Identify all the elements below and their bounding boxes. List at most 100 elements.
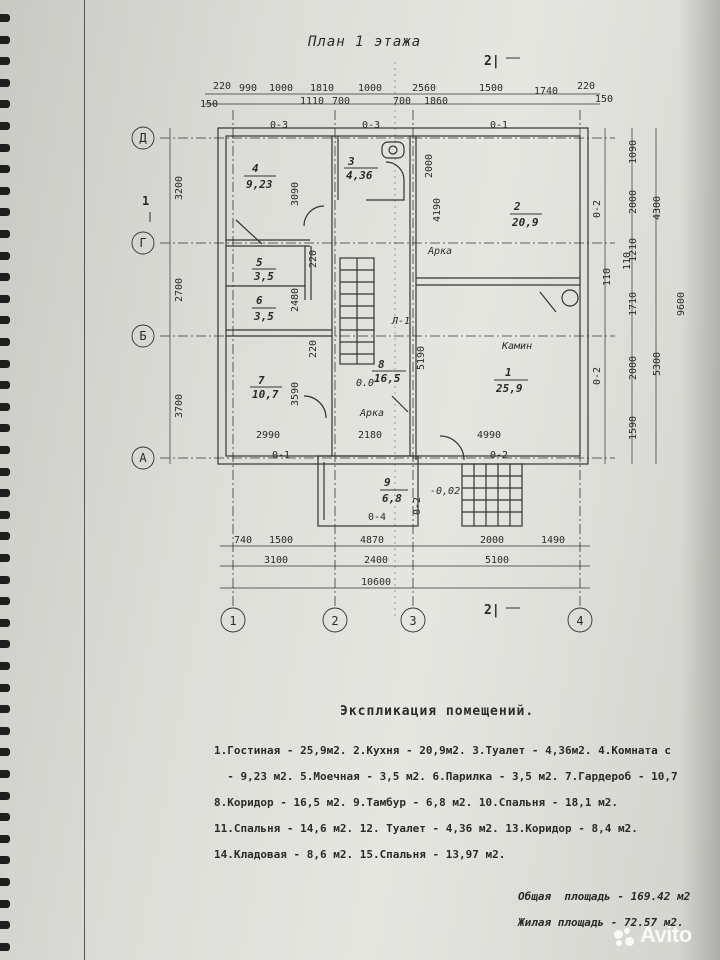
- binding-ring: [0, 921, 10, 930]
- binding-ring: [0, 402, 10, 411]
- wall-mark: 0-4: [368, 512, 386, 523]
- binding-ring: [0, 467, 10, 476]
- binding-ring: [0, 683, 10, 692]
- axis-label-4: 4: [576, 614, 583, 628]
- dim-bottom: 1490: [541, 535, 565, 546]
- dim-inner: 5190: [416, 346, 427, 370]
- wall-mark: 0-2: [490, 450, 508, 461]
- room-number: 8: [378, 358, 385, 371]
- binding-ring: [0, 640, 10, 649]
- axis-label-1: 1: [229, 614, 236, 628]
- binding-ring: [0, 316, 10, 325]
- axis-label-b: Б: [139, 329, 146, 343]
- binding-ring: [0, 813, 10, 822]
- room-number: 1: [505, 366, 512, 379]
- wall-mark: 0-3: [362, 120, 380, 131]
- wall-mark: 0-1: [272, 450, 290, 461]
- room-number: 2: [513, 200, 521, 213]
- binding-ring: [0, 705, 10, 714]
- binding-ring: [0, 834, 10, 843]
- dim-right: 2000: [628, 356, 639, 380]
- dim-inner: 220: [308, 340, 319, 358]
- level-mark: 0.0: [356, 378, 374, 389]
- binding-ring: [0, 748, 10, 757]
- dim-right-outer: 4300: [652, 196, 663, 220]
- living-area: Жилая площадь - 72.57 м2.: [518, 916, 684, 929]
- explication-list: 1.Гостиная - 25,9м2. 2.Кухня - 20,9м2. 3…: [214, 738, 720, 868]
- dim-right: 1210: [628, 238, 639, 262]
- room-number: 3: [347, 155, 355, 168]
- binding-ring: [0, 100, 10, 109]
- dim-right: 1590: [628, 416, 639, 440]
- dim-inner: 3590: [290, 382, 301, 406]
- dim-left: 3700: [174, 394, 185, 418]
- room-area: 3,5: [253, 270, 274, 283]
- dim-top: 1000: [269, 83, 293, 94]
- page-shadow: [680, 0, 720, 960]
- floor-plan-drawing: 2| 2| 1 Д Г Б А 1 2 3 4 220 990 1000 181…: [131, 54, 687, 633]
- binding-ring: [0, 899, 10, 908]
- explication-line: 11.Спальня - 14,6 м2. 12. Туалет - 4,36 …: [214, 822, 638, 835]
- binding-ring: [0, 165, 10, 174]
- stair-label: Л-1: [391, 316, 410, 327]
- dim-top-2: 150: [595, 94, 613, 105]
- room-area: 3,5: [253, 310, 274, 323]
- dim-top: 2560: [412, 83, 436, 94]
- level-mark: -0,02: [430, 486, 460, 497]
- binding-ring: [0, 14, 10, 22]
- explication-title: Экспликация помещений.: [340, 704, 535, 719]
- section-mark-left: 1: [142, 194, 149, 208]
- arch-label: Арка: [359, 408, 384, 419]
- dim-top-2: 700: [332, 96, 350, 107]
- drawing-frame-line: [84, 0, 85, 960]
- dim-right-outer: 5300: [652, 352, 663, 376]
- room-area: 16,5: [374, 372, 401, 385]
- binding-ring: [0, 208, 10, 217]
- arch-label: Арка: [427, 246, 452, 257]
- section-mark-bottom: 2|: [484, 603, 500, 618]
- binding-ring: [0, 618, 10, 627]
- room-number: 7: [258, 374, 265, 387]
- wall-mark: 0-1: [490, 120, 508, 131]
- dim-bottom: 740: [234, 535, 252, 546]
- binding-ring: [0, 359, 10, 368]
- section-marks: 2| 2| 1: [142, 54, 520, 618]
- avito-logo-icon: [614, 928, 634, 948]
- dim-inner: 2180: [358, 430, 382, 441]
- dim-right: 1710: [628, 292, 639, 316]
- dim-top: 1500: [479, 83, 503, 94]
- binding-ring: [0, 273, 10, 282]
- binding-ring: [0, 489, 10, 498]
- ring-binding: [0, 0, 14, 960]
- wall-mark: 0-2: [412, 497, 423, 515]
- dim-top-2: 1860: [424, 96, 448, 107]
- dim-inner: 2990: [256, 430, 280, 441]
- binding-ring: [0, 532, 10, 541]
- dim-top: 1740: [534, 86, 558, 97]
- area-totals: Общая площадь - 169.42 м2 Жилая площадь -…: [518, 884, 690, 936]
- dim-top: 1000: [358, 83, 382, 94]
- wall-mark: 0-2: [592, 367, 603, 385]
- dim-top-2: 150: [200, 99, 218, 110]
- total-area: Общая площадь - 169.42 м2: [518, 890, 691, 903]
- binding-ring: [0, 662, 10, 670]
- dim-inner: 3090: [290, 182, 301, 206]
- wall-mark: 0-3: [270, 120, 288, 131]
- axis-label-2: 2: [331, 614, 338, 628]
- dim-inner: 4190: [432, 198, 443, 222]
- binding-ring: [0, 791, 10, 800]
- dim-bottom: 2000: [480, 535, 504, 546]
- binding-ring: [0, 78, 10, 87]
- room-area: 20,9: [511, 216, 539, 229]
- binding-ring: [0, 122, 10, 130]
- axis-label-g: Г: [139, 236, 146, 250]
- dim-bottom-2: 5100: [485, 555, 509, 566]
- binding-ring: [0, 554, 10, 562]
- room-number: 6: [256, 294, 263, 307]
- binding-ring: [0, 230, 10, 238]
- room-area: 6,8: [382, 492, 402, 505]
- room-area: 25,9: [495, 382, 523, 395]
- binding-ring: [0, 510, 10, 519]
- room-area: 4,36: [346, 169, 373, 182]
- binding-ring: [0, 57, 10, 66]
